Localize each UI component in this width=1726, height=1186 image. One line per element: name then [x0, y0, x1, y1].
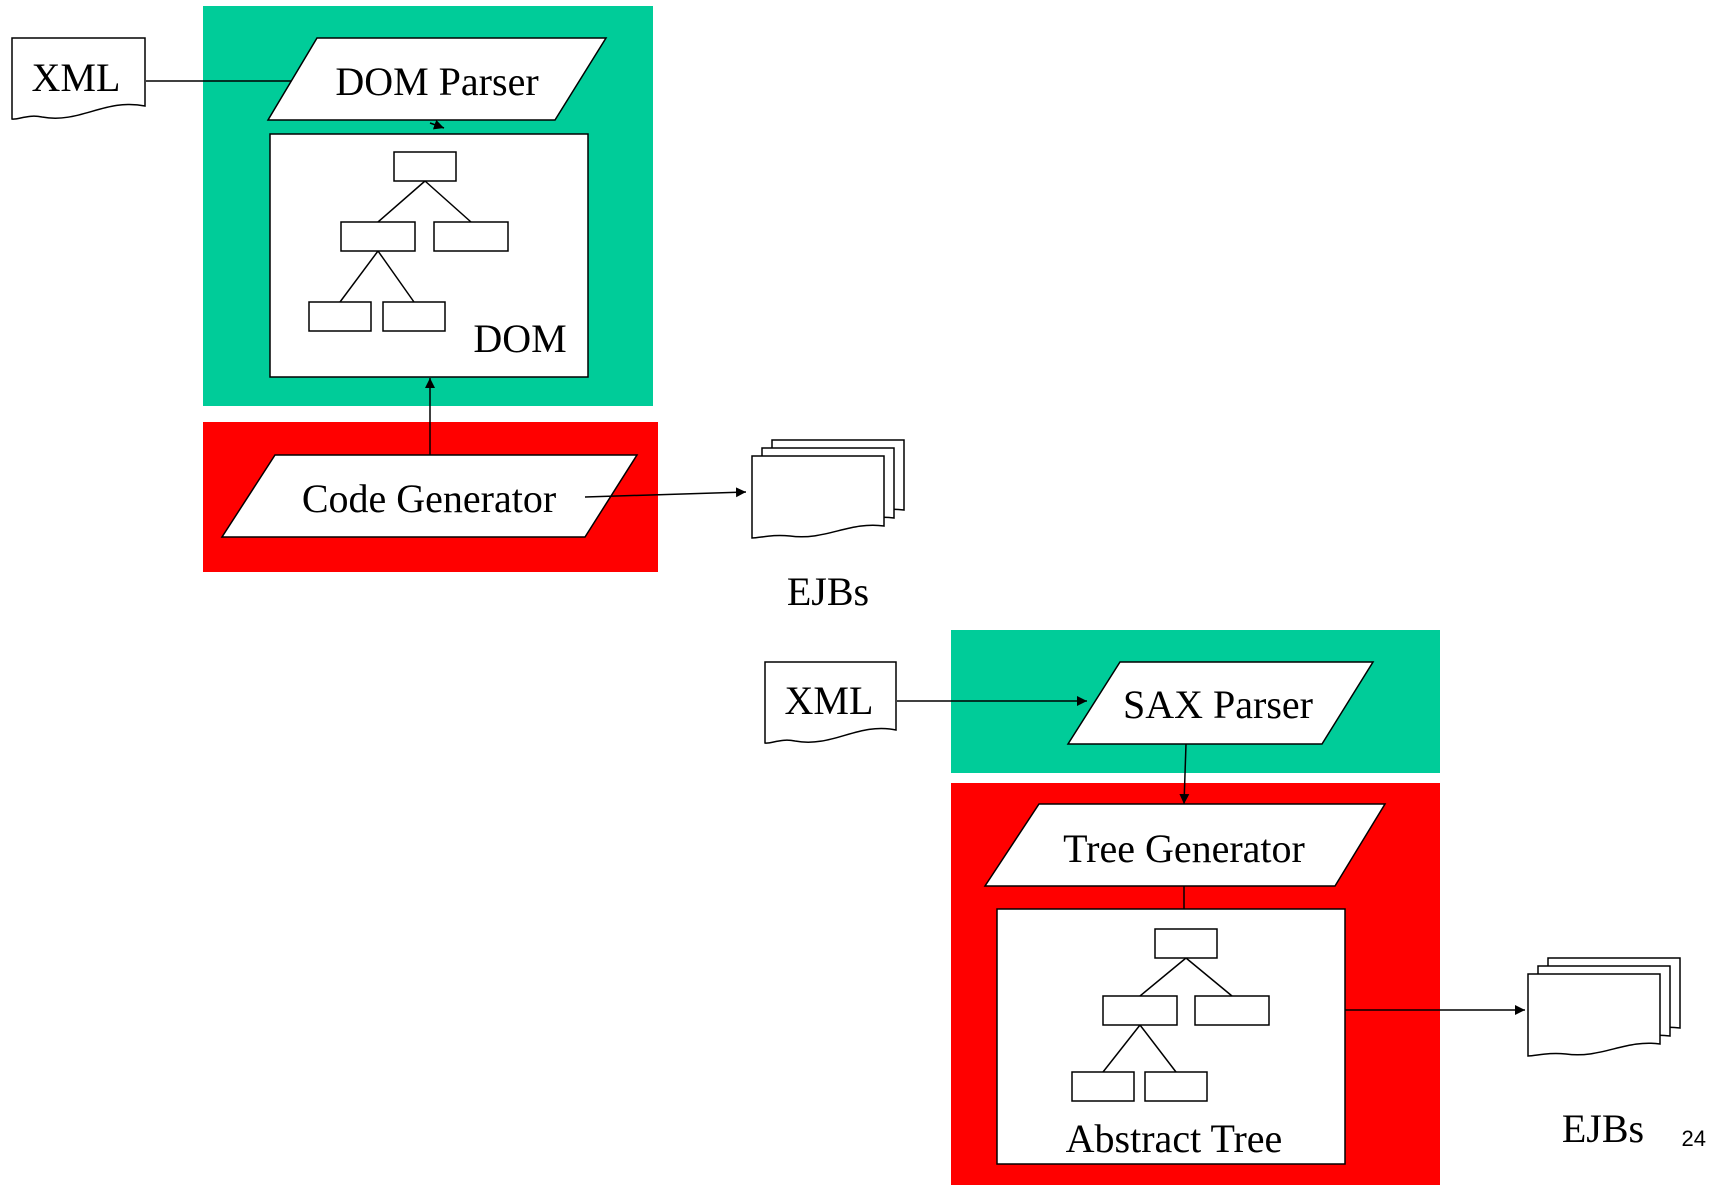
- code-generator-label: Code Generator: [302, 476, 556, 521]
- code-generator-shape: Code Generator: [220, 454, 639, 538]
- ejbs-documents-top: [751, 439, 905, 539]
- abstract-tree-leaf-node-2: [1144, 1071, 1208, 1102]
- ejbs-label-top: EJBs: [787, 569, 869, 614]
- abstract-tree-right-node: [1194, 995, 1270, 1026]
- dom-tree-leaf-node-1: [308, 301, 372, 332]
- arrow-code-generator-to-ejbs: [584, 487, 747, 498]
- dom-tree-root-node: [393, 151, 457, 182]
- abstract-tree-root-node: [1154, 928, 1218, 959]
- dom-tree-box: DOM: [269, 133, 589, 378]
- abstract-tree-left-node: [1102, 995, 1178, 1026]
- dom-tree-left-node: [340, 221, 416, 252]
- dom-tree-leaf-node-2: [382, 301, 446, 332]
- sax-parser-label: SAX Parser: [1123, 682, 1313, 727]
- abstract-tree-label: Abstract Tree: [1066, 1116, 1283, 1161]
- page-number: 24: [1682, 1126, 1706, 1151]
- abstract-tree-box: Abstract Tree: [996, 908, 1346, 1165]
- ejbs-documents-bottom: [1527, 957, 1681, 1057]
- dom-tree-nodes: [308, 151, 509, 332]
- dom-tree-right-node: [433, 221, 509, 252]
- ejbs-label-bottom: EJBs: [1562, 1106, 1644, 1151]
- abstract-tree-nodes: [1071, 928, 1270, 1102]
- dom-parser-label: DOM Parser: [335, 59, 538, 104]
- arrow-dom-parser-to-dom: [429, 119, 445, 130]
- abstract-tree-leaf-node-1: [1071, 1071, 1135, 1102]
- xml-label-bottom: XML: [785, 678, 874, 723]
- tree-generator-label: Tree Generator: [1063, 826, 1305, 871]
- xml-label-top: XML: [32, 55, 121, 100]
- xml-document-top: XML: [11, 37, 146, 120]
- arrow-sax-parser-to-tree-generator: [1179, 743, 1190, 805]
- dom-tree-label: DOM: [473, 316, 566, 361]
- xml-document-bottom: XML: [764, 661, 897, 744]
- sax-parser-shape: SAX Parser: [1066, 661, 1375, 745]
- tree-generator-shape: Tree Generator: [983, 803, 1387, 887]
- dom-parser-shape: DOM Parser: [266, 37, 608, 121]
